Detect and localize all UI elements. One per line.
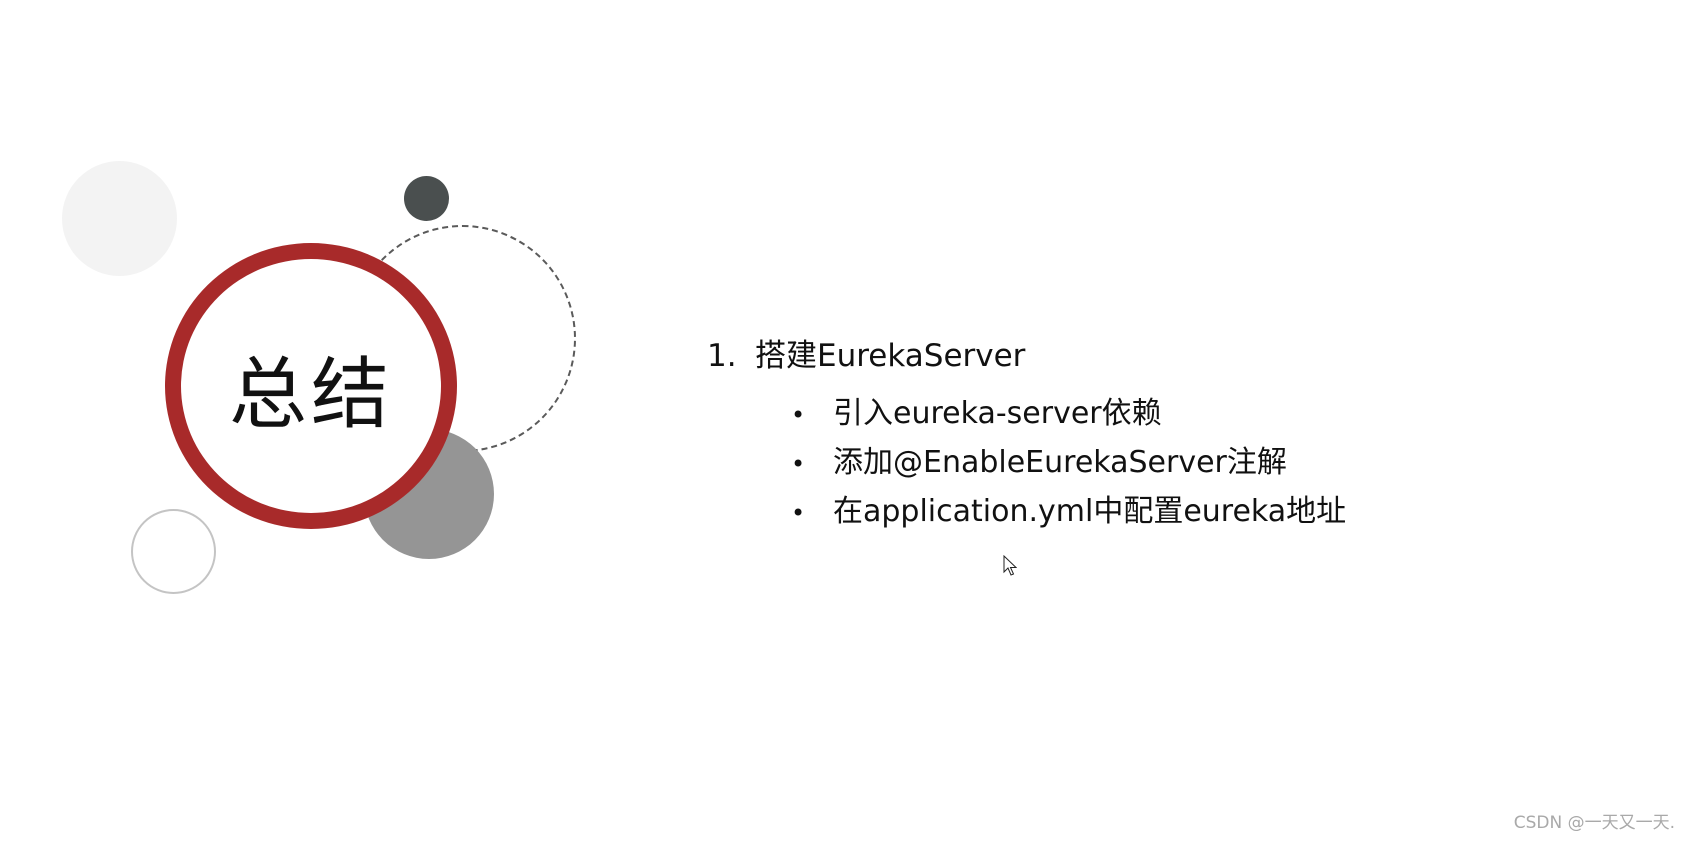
decor-light-gray-circle [62, 161, 177, 276]
bullet-text: 在application.yml中配置eureka地址 [833, 494, 1347, 529]
bullet-icon: • [791, 450, 806, 478]
bullet-text: 引入eureka-server依赖 [833, 396, 1162, 431]
mouse-cursor-icon [1003, 555, 1017, 576]
summary-content: 1. 搭建EurekaServer • 引入eureka-server依赖 • … [707, 336, 1346, 537]
list-item: • 引入eureka-server依赖 [791, 390, 1346, 439]
list-item: • 添加@EnableEurekaServer注解 [791, 439, 1346, 488]
bullet-icon: • [791, 401, 806, 429]
slide-title: 总结 [228, 350, 393, 440]
bullet-text: 添加@EnableEurekaServer注解 [833, 445, 1287, 480]
list-item: • 在application.yml中配置eureka地址 [791, 488, 1346, 537]
section-number: 1. [707, 338, 737, 374]
section-heading-text: 搭建EurekaServer [755, 338, 1026, 374]
watermark-text: CSDN @一天又一天. [1513, 813, 1675, 833]
section-heading: 1. 搭建EurekaServer [707, 336, 1346, 376]
decor-dark-dot [404, 176, 449, 221]
title-ring: 总结 [165, 243, 457, 529]
bullet-list: • 引入eureka-server依赖 • 添加@EnableEurekaSer… [707, 390, 1346, 537]
decor-outline-circle [131, 509, 216, 594]
bullet-icon: • [791, 499, 806, 527]
